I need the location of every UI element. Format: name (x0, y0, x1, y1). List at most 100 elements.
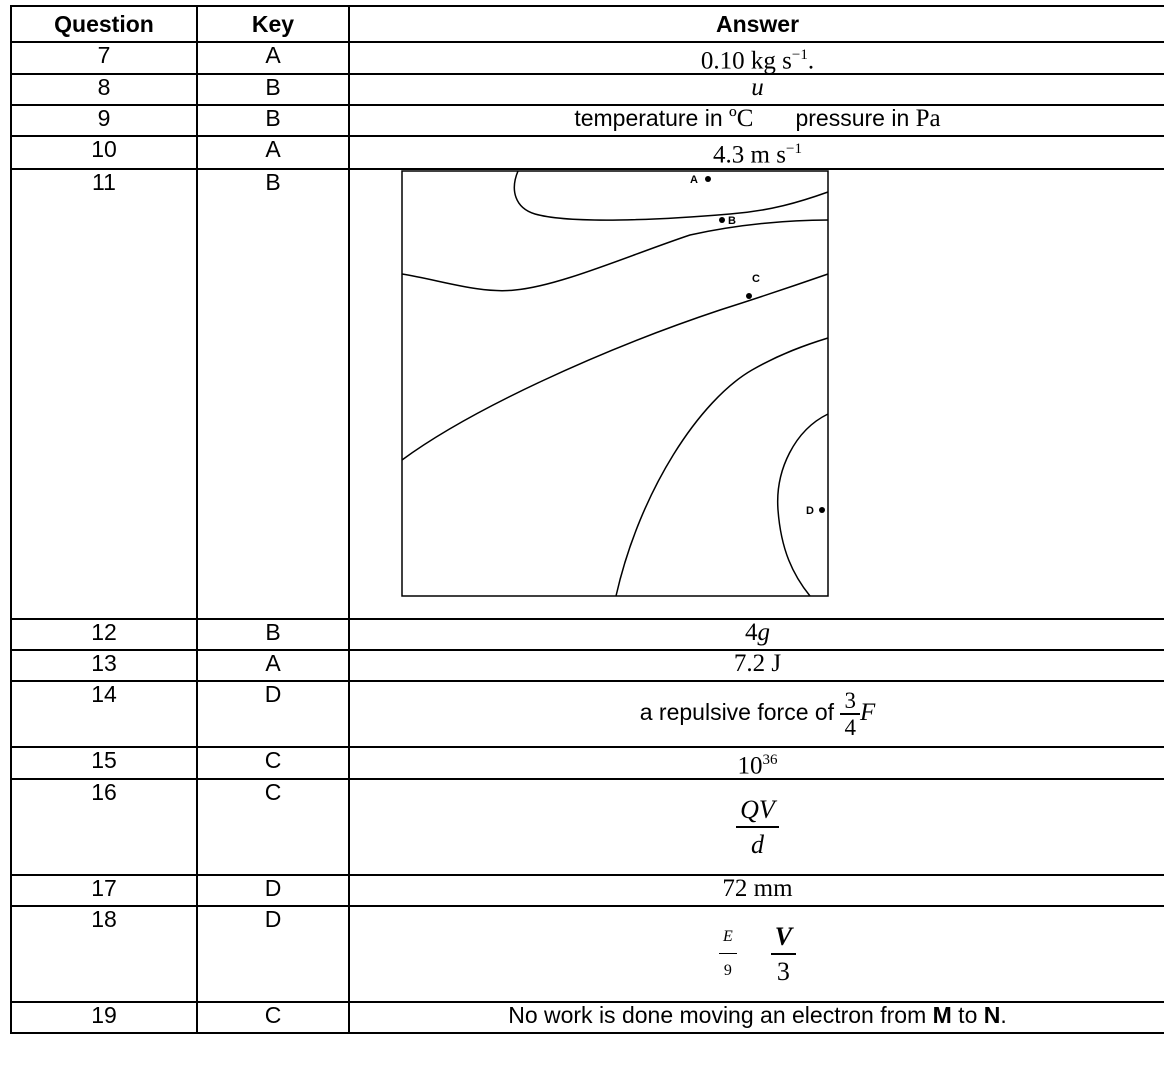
equipotential-diagram: A B C D (350, 169, 1164, 618)
table-row: 10 A 4.3 m s−1 (10, 135, 1164, 170)
answer-text: 0.10 kg s (700, 47, 792, 75)
table-row: 8 B u (10, 73, 1164, 107)
question-number: 17 (10, 873, 198, 907)
answer-text: pressure in (795, 105, 916, 132)
point-b-label: B (728, 215, 736, 227)
point-a-label: A (690, 174, 698, 186)
answer-base: 10 (737, 751, 763, 779)
equipotential-line-1 (513, 170, 829, 221)
answer-text: a repulsive force of (639, 698, 841, 725)
answer-exponent: 36 (762, 751, 778, 768)
answer-key: C (196, 1000, 350, 1034)
field-lines-diagram: A B C D (401, 169, 829, 597)
answer-key: A (196, 648, 350, 682)
header-row: Question Key Answer (10, 5, 1164, 43)
answer-unit: Pa (915, 105, 941, 133)
answer-cell: 7.2 J (348, 648, 1164, 682)
answer-cell: A B C D (348, 167, 1164, 620)
point-m: M (932, 1001, 952, 1028)
table-row: 19 C No work is done moving an electron … (10, 1000, 1164, 1034)
answer-superscript: −1 (785, 141, 802, 158)
question-number: 9 (10, 104, 198, 138)
answer-cell: 4.3 m s−1 (348, 135, 1164, 170)
answer-text: to (951, 1001, 984, 1028)
answer-key: D (196, 904, 350, 1003)
answer-text: 4.3 m s (713, 141, 786, 169)
answer-key-table: Question Key Answer 7 A 0.10 kg s−1. 8 B… (10, 5, 1164, 1034)
fraction-denominator: d (750, 829, 764, 859)
fraction-denominator: 3 (776, 956, 790, 986)
table-row: 12 B 4g (10, 617, 1164, 651)
equipotential-line-2 (401, 218, 829, 292)
answer-tail: . (1000, 1001, 1007, 1028)
answer-text: temperature in (574, 105, 730, 132)
fraction-numerator: V (770, 923, 797, 955)
answer-key: C (196, 745, 350, 780)
point-c-label: C (752, 273, 760, 285)
point-b-dot (719, 216, 725, 223)
table-row: 15 C 1036 (10, 745, 1164, 780)
point-d-dot (819, 506, 825, 513)
answer-unit: ºC (729, 105, 754, 133)
answer-cell: 1036 (348, 745, 1164, 780)
answer-key: D (196, 679, 350, 748)
answer-key: A (196, 135, 350, 170)
equipotential-line-3 (401, 272, 829, 461)
answer-superscript: −1 (791, 47, 808, 63)
answer-cell: 72 mm (348, 873, 1164, 907)
answer-cell: temperature in ºC pressure in Pa (348, 104, 1164, 138)
answer-cell: u (348, 73, 1164, 107)
question-number: 11 (10, 167, 198, 620)
answer-cell: 0.10 kg s−1. (348, 40, 1164, 76)
answer-text: No work is done moving an electron from (508, 1001, 933, 1028)
answer-tail: . (807, 47, 815, 75)
answer-key: B (196, 617, 350, 651)
question-number: 13 (10, 648, 198, 682)
answer-key: D (196, 873, 350, 907)
equipotential-line-4 (615, 336, 829, 596)
answer-key: C (196, 777, 350, 876)
answer-text: 72 mm (722, 874, 793, 902)
point-d-label: D (806, 505, 814, 517)
point-n: N (983, 1001, 1001, 1028)
answer-text: u (751, 74, 764, 102)
header-key: Key (196, 5, 350, 43)
equipotential-line-5 (776, 412, 829, 597)
question-number: 8 (10, 73, 198, 107)
fraction-numerator: 3 (840, 688, 860, 715)
table-row: 9 B temperature in ºC pressure in Pa (10, 104, 1164, 138)
header-answer: Answer (348, 5, 1164, 43)
answer-text: 7.2 J (733, 649, 782, 677)
question-number: 16 (10, 777, 198, 876)
diagram-border (401, 169, 829, 597)
answer-number: 4 (745, 618, 758, 646)
answer-cell: No work is done moving an electron from … (348, 1000, 1164, 1034)
table-row: 13 A 7.2 J (10, 648, 1164, 682)
answer-key: B (196, 167, 350, 620)
answer-key: A (196, 40, 350, 76)
answer-variable: F (859, 698, 876, 726)
question-number: 7 (10, 40, 198, 76)
answer-cell: 4g (348, 617, 1164, 651)
point-c-dot (746, 292, 752, 299)
point-a-dot (705, 175, 711, 182)
question-number: 12 (10, 617, 198, 651)
fraction-numerator: E (718, 924, 737, 955)
fraction-denominator: 4 (844, 714, 856, 740)
table-row: 7 A 0.10 kg s−1. (10, 40, 1164, 76)
question-number: 15 (10, 745, 198, 780)
question-number: 10 (10, 135, 198, 170)
answer-key: B (196, 104, 350, 138)
answer-variable: g (757, 618, 771, 646)
answer-key: B (196, 73, 350, 107)
question-number: 14 (10, 679, 198, 748)
